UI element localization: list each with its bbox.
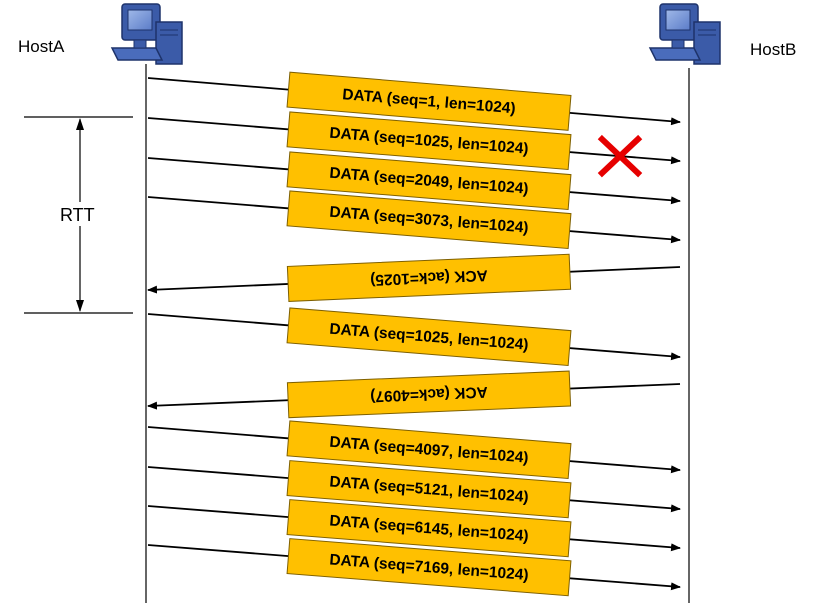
message-box: DATA (seq=4097, len=1024) <box>286 420 572 480</box>
message-box: DATA (seq=2049, len=1024) <box>286 151 572 211</box>
message-box-background <box>286 111 572 171</box>
message-row: DATA (seq=2049, len=1024) <box>147 151 681 211</box>
message-box-background <box>286 71 572 131</box>
message-row: ACK (ack=4097) <box>147 370 681 419</box>
rtt-arrow-down-head <box>76 300 84 312</box>
message-row: ACK (ack=1025) <box>147 253 681 302</box>
message-list: DATA (seq=1, len=1024)DATA (seq=1025, le… <box>147 71 681 597</box>
rtt-label: RTT <box>60 205 95 225</box>
message-label: ACK (ack=1025) <box>370 266 488 288</box>
message-row: DATA (seq=1025, len=1024) <box>147 111 681 178</box>
message-box: DATA (seq=7169, len=1024) <box>286 538 572 597</box>
message-label: ACK (ack=4097) <box>370 383 488 405</box>
message-box: DATA (seq=1025, len=1024) <box>286 111 572 171</box>
message-box: DATA (seq=1025, len=1024) <box>286 307 572 367</box>
message-row: DATA (seq=1, len=1024) <box>147 71 681 131</box>
host-a-label: HostA <box>18 37 65 56</box>
message-box-background <box>286 190 572 250</box>
message-box: ACK (ack=1025) <box>286 253 572 302</box>
host-b-computer-icon <box>648 3 721 65</box>
message-box-background <box>286 538 572 597</box>
host-b-label: HostB <box>750 40 796 59</box>
rtt-arrow-up-head <box>76 118 84 130</box>
message-row: DATA (seq=7169, len=1024) <box>147 538 681 597</box>
message-box-background <box>286 253 572 302</box>
host-a-computer-icon <box>110 3 183 65</box>
message-box-background <box>286 460 572 519</box>
message-row: DATA (seq=6145, len=1024) <box>147 499 681 558</box>
message-box: DATA (seq=5121, len=1024) <box>286 460 572 519</box>
message-box: DATA (seq=3073, len=1024) <box>286 190 572 250</box>
message-box-background <box>286 420 572 480</box>
message-box: ACK (ack=4097) <box>286 370 572 419</box>
message-box-background <box>286 151 572 211</box>
message-row: DATA (seq=4097, len=1024) <box>147 420 681 480</box>
message-box: DATA (seq=1, len=1024) <box>286 71 572 131</box>
message-box-background <box>286 499 572 558</box>
message-row: DATA (seq=1025, len=1024) <box>147 307 681 367</box>
packet-lost-x-icon <box>597 134 643 178</box>
message-row: DATA (seq=5121, len=1024) <box>147 460 681 519</box>
message-box-background <box>286 370 572 419</box>
message-row: DATA (seq=3073, len=1024) <box>147 190 681 250</box>
message-box-background <box>286 307 572 367</box>
message-box: DATA (seq=6145, len=1024) <box>286 499 572 558</box>
